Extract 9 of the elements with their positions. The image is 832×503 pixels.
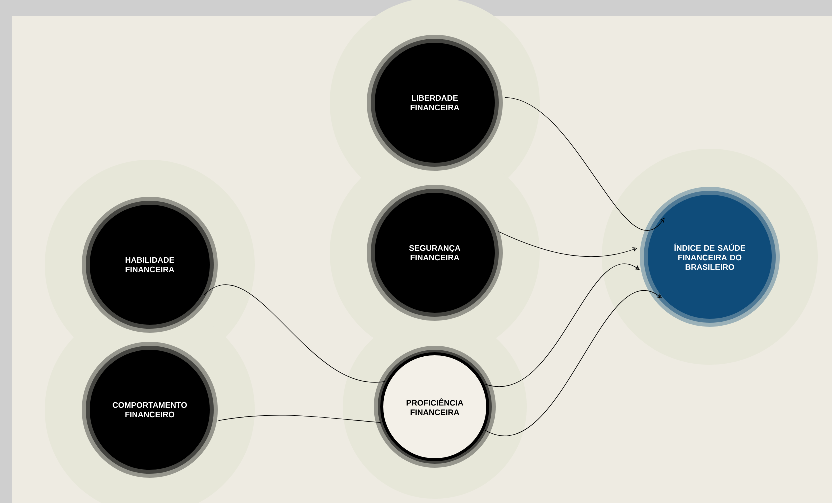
arrow: [504, 97, 665, 230]
circle-node: ÍNDICE DE SAÚDE FINANCEIRA DO BRASILEIRO: [648, 195, 772, 319]
circle-node: LIBERDADE FINANCEIRA: [375, 43, 495, 163]
arrow: [498, 231, 638, 258]
circle-node: SEGURANÇA FINANCEIRA: [375, 193, 495, 313]
arrow: [484, 290, 662, 436]
circle-node: COMPORTAMENTO FINANCEIRO: [90, 350, 210, 470]
circle-node: HABILIDADE FINANCEIRA: [90, 205, 210, 325]
circle-node: PROFICIÊNCIA FINANCEIRA: [380, 352, 490, 462]
